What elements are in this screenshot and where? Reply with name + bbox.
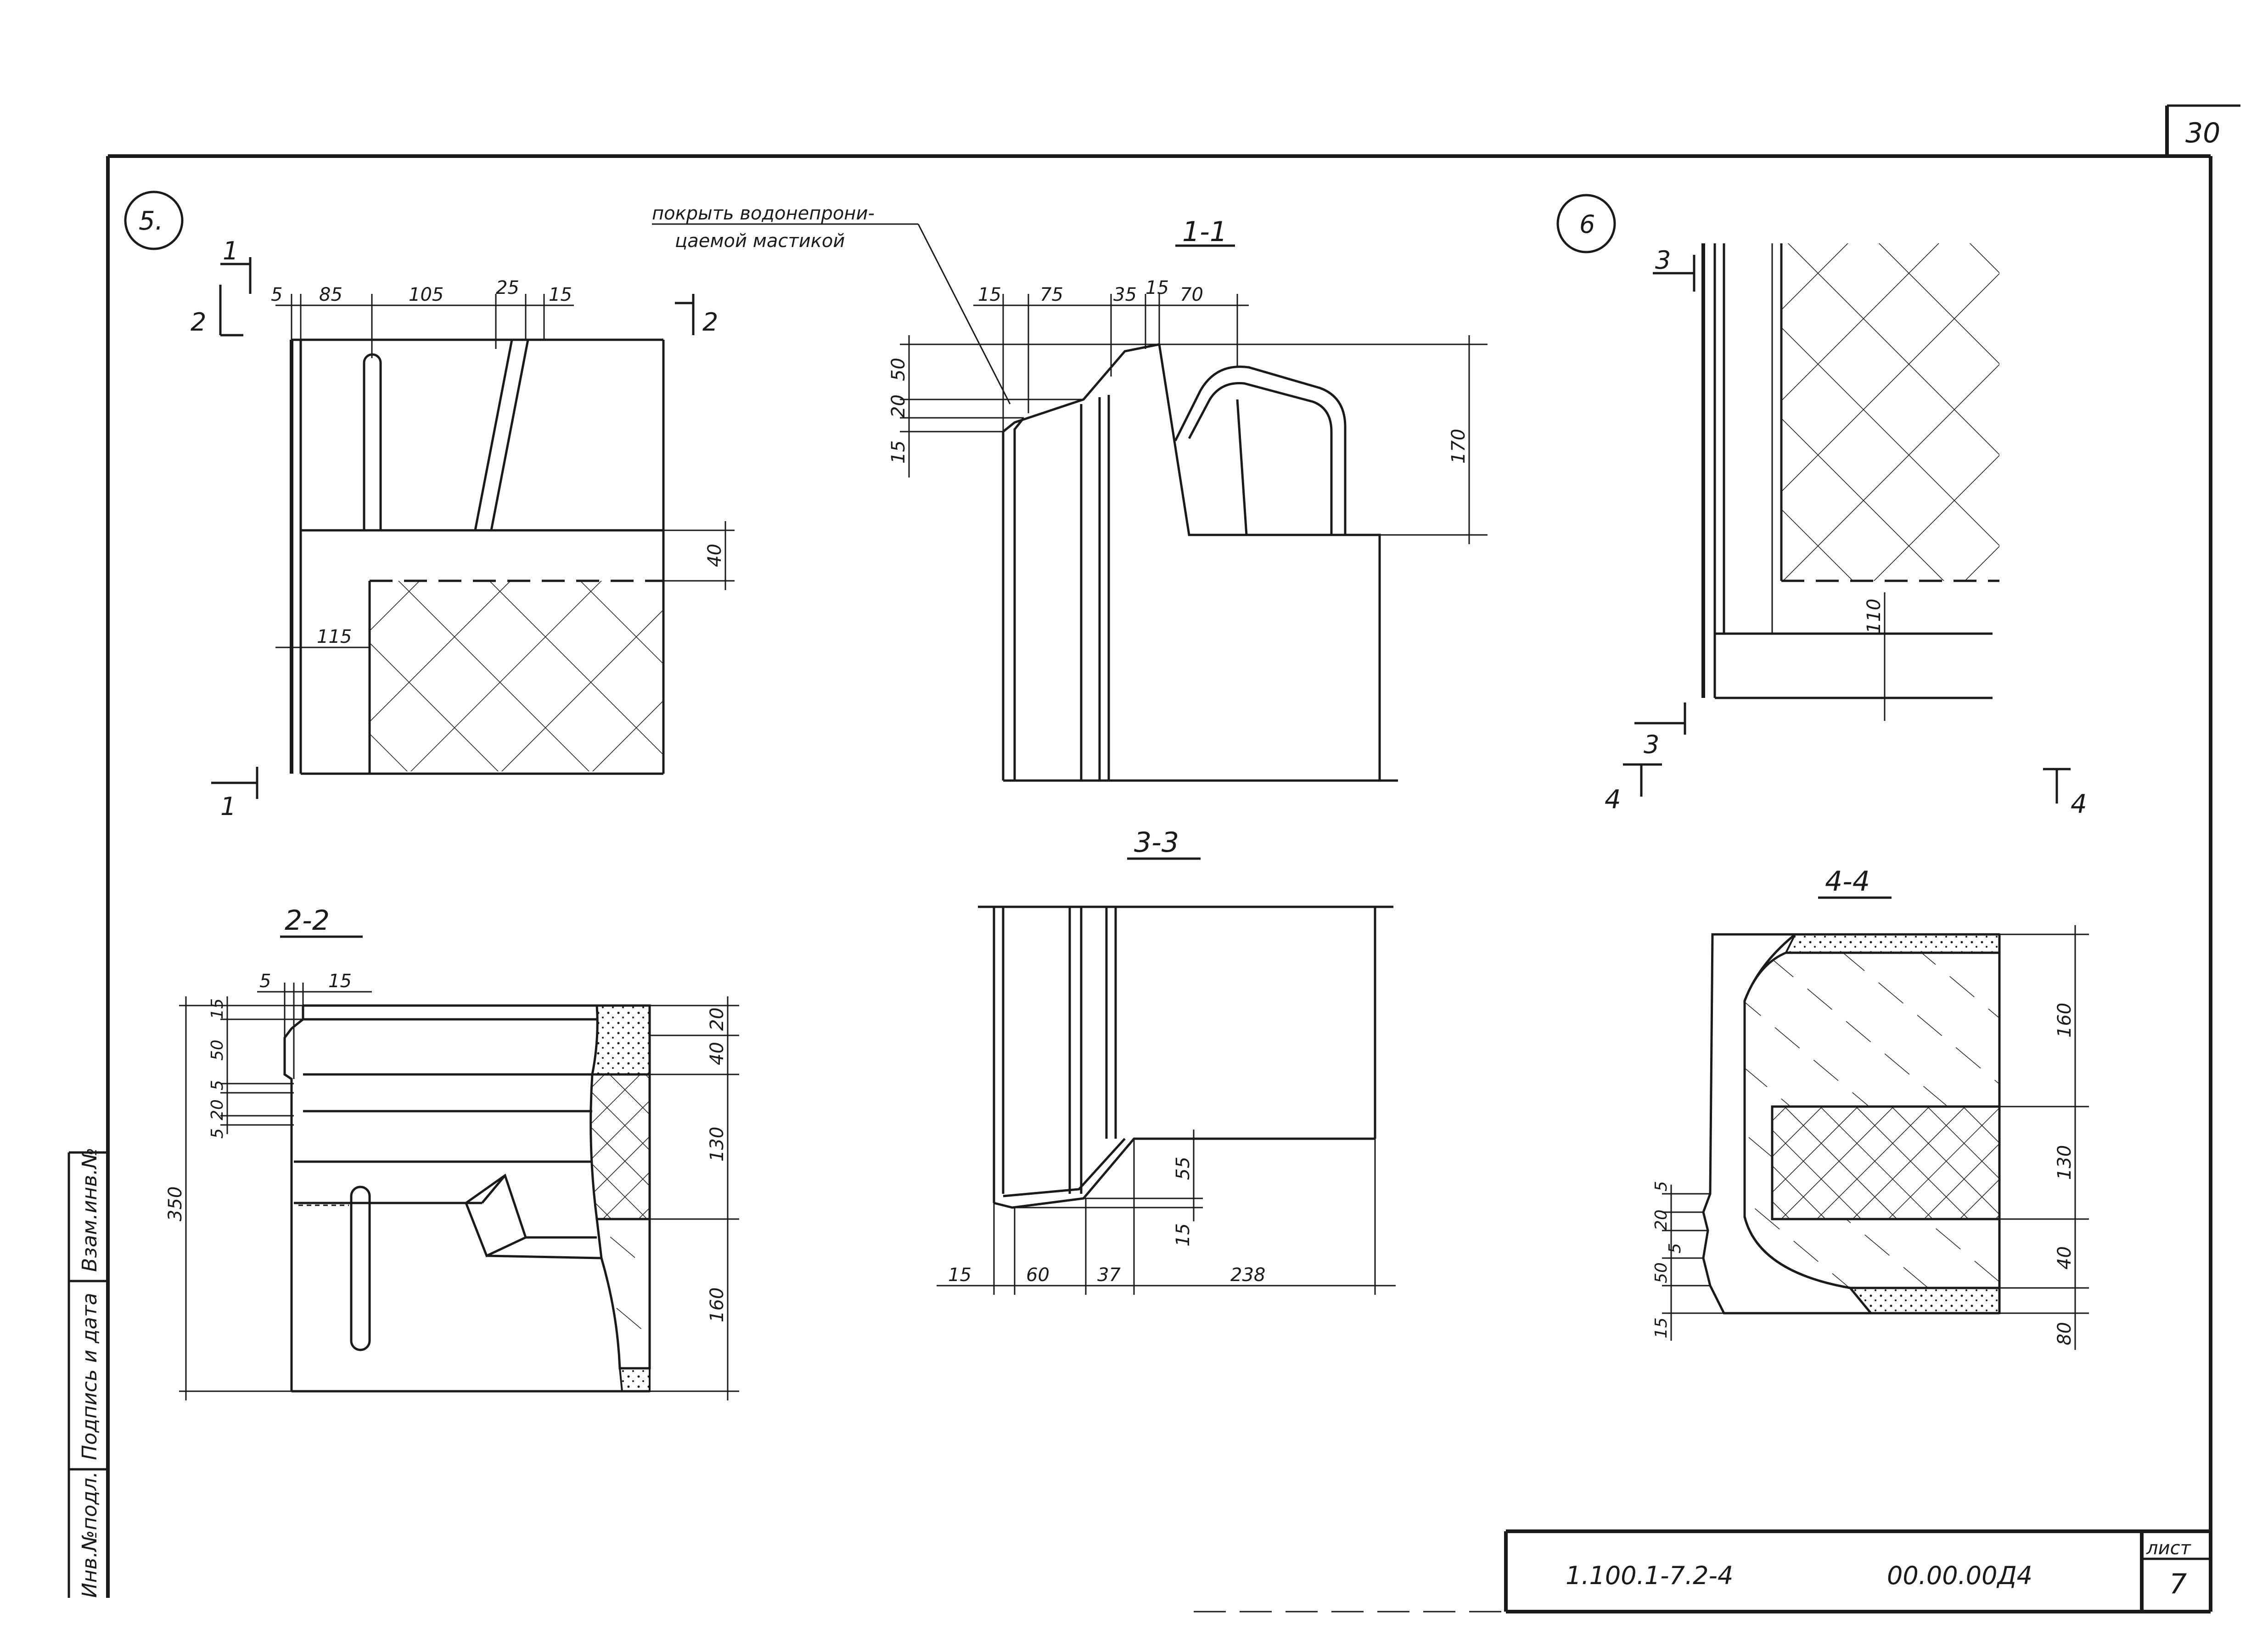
section-3-3-dim: 37: [1097, 1265, 1121, 1286]
node-5-dim: 5: [271, 284, 282, 305]
node-5-dim-40: 40: [704, 544, 725, 567]
node-6-dim-110: 110: [1864, 599, 1885, 634]
section-4-4-dim-left: 50: [1652, 1262, 1671, 1283]
section-2-2-dim-right: 160: [707, 1287, 728, 1322]
section-1-1-note-line1: покрыть водонепрони-: [652, 203, 875, 224]
title-sheet-number: 7: [2169, 1568, 2187, 1600]
section-1-1-dim: 15: [1145, 277, 1169, 298]
node-5-marker: 5.: [139, 206, 163, 236]
section-2-2-dim-left: 5: [208, 1080, 227, 1090]
node-5-dim: 105: [409, 284, 443, 305]
section-4-4-title: 4-4: [1825, 866, 1870, 898]
section-4-4-view: [1662, 896, 2089, 1350]
section-3-3-dim: 238: [1230, 1265, 1265, 1286]
node-5-section-1-label: 1: [223, 236, 238, 265]
section-1-1-dim: 35: [1113, 284, 1137, 305]
node-6-view: [1556, 194, 2071, 804]
section-1-1-dim-left: 20: [888, 394, 909, 418]
section-4-4-dim-left: 20: [1652, 1209, 1671, 1231]
section-2-2-dim-left: 50: [208, 1040, 227, 1061]
section-2-2-dim-right: 130: [707, 1127, 728, 1162]
section-1-1-dim-170: 170: [1448, 429, 1469, 464]
section-3-3-view: [937, 857, 1396, 1295]
title-code: 1.100.1-7.2-4: [1566, 1561, 1733, 1590]
stamp-inv-podl: Инв.№подл.: [78, 1471, 101, 1598]
section-1-1-dim-left: 15: [888, 440, 909, 464]
title-block: [1504, 1529, 2211, 1612]
node-5-dim-115: 115: [317, 626, 352, 647]
section-4-4-dim-right: 80: [2054, 1322, 2075, 1345]
section-4-4-dim-left: 5: [1652, 1181, 1671, 1192]
node-5-section-2-label-left: 2: [191, 308, 206, 337]
section-2-2-dim: 5: [259, 971, 271, 992]
node-5-dim: 25: [496, 277, 519, 298]
section-4-4-dim-left: 15: [1652, 1317, 1671, 1338]
section-1-1-note-line2: цаемой мастикой: [675, 230, 845, 252]
section-1-1-dim: 75: [1040, 284, 1063, 305]
section-4-4-dim-left: 5: [1666, 1243, 1684, 1253]
section-2-2-dim: 15: [328, 971, 352, 992]
section-2-2-dim-left: 15: [208, 998, 227, 1019]
stamp-signature-date: Подпись и дата: [78, 1293, 101, 1460]
section-4-4-dim-right: 130: [2054, 1145, 2075, 1180]
node-6-section-4-label-right: 4: [2071, 789, 2087, 819]
stamp-vzam-inv: Взам.инв.№: [78, 1147, 101, 1272]
section-4-4-dim-right: 160: [2054, 1003, 2075, 1038]
title-sheet-label: лист: [2146, 1538, 2192, 1559]
title-doc-number: 00.00.00Д4: [1887, 1561, 2032, 1590]
node-5-section-1-label-bottom: 1: [220, 792, 236, 821]
section-4-4-dim-right: 40: [2054, 1246, 2075, 1270]
section-1-1-title: 1-1: [1182, 216, 1227, 248]
page-number: 30: [2185, 117, 2220, 149]
section-1-1-view: [652, 223, 1488, 782]
sheet-frame: [106, 104, 2240, 1613]
section-1-1-dim: 70: [1180, 284, 1203, 305]
section-3-3-dim-right: 15: [1173, 1223, 1194, 1247]
node-6-section-4-label-left: 4: [1605, 785, 1621, 815]
node-6-section-3-label-bottom: 3: [1644, 730, 1659, 759]
node-5-section-2-label-right: 2: [702, 308, 718, 337]
section-2-2-view: [179, 935, 739, 1400]
section-2-2-dim-left: 20: [208, 1099, 227, 1120]
section-3-3-dim-right: 55: [1173, 1157, 1194, 1180]
section-1-1-dim-left: 50: [888, 358, 909, 381]
section-3-3-dim: 15: [948, 1265, 971, 1286]
node-6-marker: 6: [1579, 210, 1595, 239]
node-5-dim: 15: [549, 284, 572, 305]
section-2-2-dim-left: 5: [208, 1128, 227, 1139]
section-2-2-dim-350: 350: [165, 1186, 186, 1221]
node-5-dim: 85: [319, 284, 342, 305]
node-6-section-3-label: 3: [1655, 246, 1671, 275]
section-3-3-dim: 60: [1026, 1265, 1050, 1286]
section-2-2-dim-right: 20: [707, 1007, 728, 1031]
node-5-view: [124, 191, 735, 799]
section-1-1-dim: 15: [978, 284, 1001, 305]
section-2-2-title: 2-2: [285, 905, 330, 937]
side-stamp: [67, 1151, 108, 1598]
section-3-3-title: 3-3: [1134, 826, 1179, 859]
section-2-2-dim-right: 40: [707, 1042, 728, 1065]
